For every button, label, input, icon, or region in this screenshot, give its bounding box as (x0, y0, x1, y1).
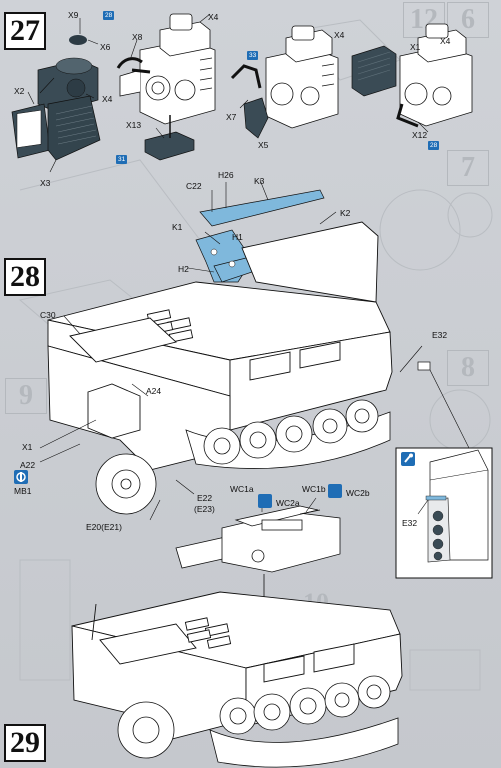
label-x4-d: X4 (440, 36, 451, 46)
label-h26: H26 (218, 170, 234, 180)
label-x1: X1 (410, 42, 421, 52)
label-x4-a: X4 (208, 12, 219, 22)
label-x7: X7 (226, 112, 237, 122)
label-e23: (E23) (194, 504, 215, 514)
label-x12: X12 (412, 130, 428, 140)
gun-assembly (175, 505, 341, 604)
label-x3: X3 (40, 178, 51, 188)
part-engine-mid (119, 13, 216, 125)
label-x4-b: X4 (102, 94, 113, 104)
label-x9: X9 (68, 10, 79, 20)
label-k2: K2 (340, 208, 351, 218)
step29-group (71, 497, 403, 768)
label-x4-c: X4 (334, 30, 345, 40)
label-x2: X2 (14, 86, 25, 96)
part-x12 (396, 103, 419, 128)
label-wc2b: WC2b (346, 488, 370, 498)
step27-group (11, 13, 473, 173)
label-h2: H2 (178, 264, 189, 274)
label-c30: C30 (40, 310, 56, 320)
step28-group (39, 179, 493, 579)
part-x6 (69, 35, 87, 45)
part-engine-far-right (399, 23, 473, 127)
part-x13 (144, 131, 195, 161)
label-x5: X5 (258, 140, 269, 150)
ghost-number-9: 9 (5, 378, 47, 414)
label-h1: H1 (232, 232, 243, 242)
gear-cluster-icon-2 (328, 484, 342, 498)
label-wc1b: WC1b (302, 484, 326, 494)
part-engine-right (265, 25, 339, 129)
ref-badge-4: 28 (428, 141, 440, 150)
part-x3 (47, 95, 101, 161)
gear-cluster-icon (258, 494, 272, 508)
ghost-number-6: 6 (447, 2, 489, 38)
roadwheels-29 (117, 675, 399, 768)
ref-badge-2: 33 (247, 51, 259, 60)
label-e22: E22 (197, 493, 213, 503)
label-k3: K3 (254, 176, 265, 186)
label-e32-main: E32 (432, 330, 448, 340)
mb-decal-icon (14, 470, 28, 484)
label-e32-inset: E32 (402, 518, 418, 528)
part-x5 (243, 97, 269, 139)
label-c22: C22 (186, 181, 202, 191)
part-x8-hose (116, 57, 151, 74)
label-mb1: MB1 (14, 486, 32, 496)
label-e20-e21: E20(E21) (86, 522, 122, 532)
part-k3 (199, 189, 325, 227)
part-e32-small (417, 361, 431, 371)
label-x1-28: X1 (22, 442, 33, 452)
part-x1 (351, 45, 397, 97)
label-wc2a: WC2a (276, 498, 300, 508)
part-x7 (230, 64, 262, 89)
ref-badge-3: 31 (116, 155, 128, 164)
label-x6: X6 (100, 42, 111, 52)
halftrack-hull-28 (47, 221, 393, 471)
label-a22: A22 (20, 460, 36, 470)
step-number-29: 29 (4, 724, 46, 762)
pin-icon (401, 452, 415, 466)
label-a24: A24 (146, 386, 162, 396)
ghost-number-8: 8 (447, 350, 489, 386)
ref-badge-1: 28 (103, 11, 115, 20)
label-x8: X8 (132, 32, 143, 42)
label-x13: X13 (126, 120, 142, 130)
label-k1: K1 (172, 222, 183, 232)
label-wc1a: WC1a (230, 484, 254, 494)
ghost-number-7: 7 (447, 150, 489, 186)
step-number-28: 28 (4, 258, 46, 296)
roadwheels-28 (95, 399, 391, 515)
step-number-27: 27 (4, 12, 46, 50)
